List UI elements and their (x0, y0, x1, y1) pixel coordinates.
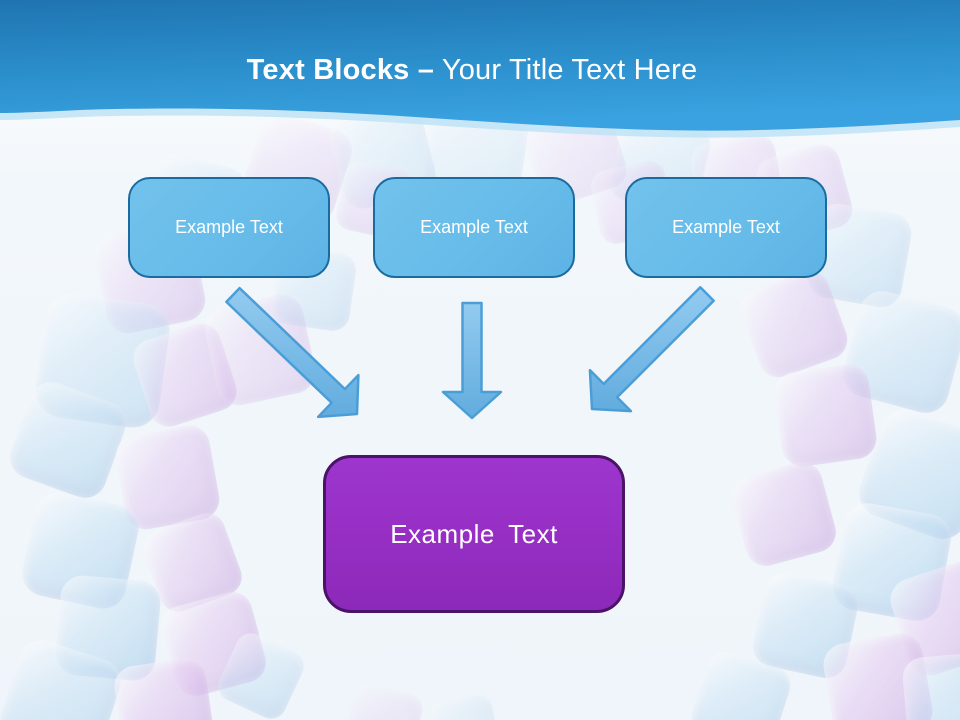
decor-cube (340, 680, 426, 720)
result-block-label: Example Text (390, 518, 558, 549)
slide-title: Text Blocks – Your Title Text Here (0, 54, 952, 87)
decor-cube (426, 692, 502, 720)
text-block-1[interactable]: Example Text (128, 177, 330, 278)
result-block[interactable]: Example Text (323, 455, 625, 613)
text-block-2[interactable]: Example Text (373, 177, 575, 278)
text-block-label: Example Text (175, 217, 283, 237)
text-block-label: Example Text (420, 217, 528, 237)
decor-cube (727, 457, 841, 571)
decor-cube (771, 361, 880, 470)
slide-title-bold: Text Blocks – (246, 54, 435, 86)
slide-title-regular: Your Title Text Here (441, 54, 698, 86)
text-block-label: Example Text (672, 217, 780, 237)
decor-cube (901, 651, 960, 720)
text-block-3[interactable]: Example Text (625, 177, 827, 278)
